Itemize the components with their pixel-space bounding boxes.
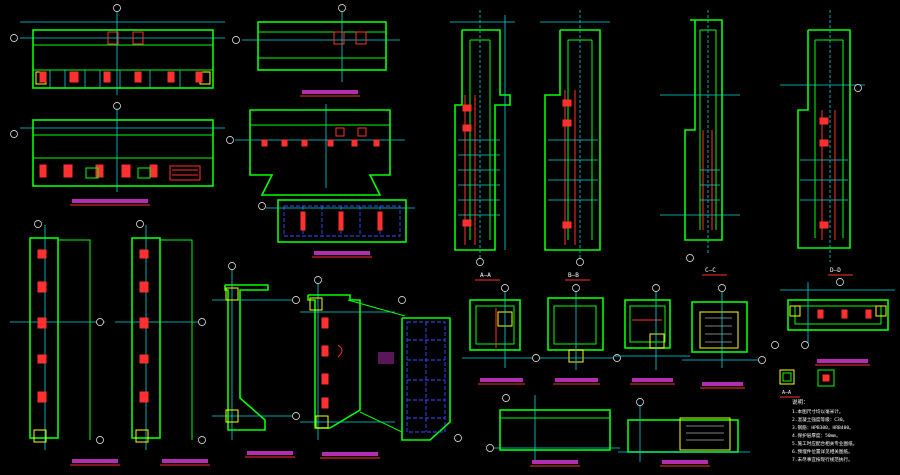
section-dd-label: D—D [830, 267, 841, 274]
column-elevation-left-2 [115, 220, 210, 466]
detail-small-pads: A—A [779, 369, 835, 398]
general-notes: 说明： 1.本图尺寸均以毫米计。 2.混凝土强度等级：C30。 3.钢筋：HPB… [792, 398, 857, 463]
section-aa-label: A—A [480, 272, 491, 279]
section-view-top-middle [232, 4, 400, 97]
small-section-label: A—A [782, 390, 791, 396]
column-elevation-left-1 [10, 220, 120, 466]
notes-line-7: 7.未尽事宜按现行规范执行。 [792, 456, 853, 463]
notes-heading: 说明： [792, 398, 809, 406]
rebar-plan-view [258, 199, 415, 258]
section-aa: A—A [450, 10, 515, 281]
detail-block-5 [771, 278, 895, 366]
tapered-column-elevation [300, 276, 395, 459]
rebar-cage-tapered [347, 296, 462, 442]
notes-line-5: 5.施工时应配合相关专业图纸。 [792, 440, 857, 447]
column-elevation-middle [212, 262, 300, 458]
notes-line-3: 3.钢筋：HPB300，HRB400。 [792, 424, 854, 431]
notes-line-1: 1.本图尺寸均以毫米计。 [792, 408, 843, 415]
notes-line-6: 6.预埋件位置详见相关图纸。 [792, 448, 853, 455]
detail-block-4 [682, 284, 766, 389]
section-bb-label: B—B [568, 272, 579, 279]
plan-view-middle [226, 104, 405, 196]
detail-block-2 [540, 284, 621, 385]
slab-detail-1 [486, 394, 620, 467]
elevation-view-2 [10, 108, 225, 206]
notes-line-2: 2.混凝土强度等级：C30。 [792, 416, 847, 423]
elevation-view-1 [10, 4, 225, 110]
detail-block-1 [462, 284, 540, 385]
section-cc: C—C [660, 10, 740, 276]
section-cc-label: C—C [705, 267, 716, 274]
section-bb: B—B [540, 10, 610, 281]
slab-detail-2 [618, 398, 750, 467]
detail-block-3 [615, 284, 690, 385]
notes-line-4: 4.保护层厚度：50mm。 [792, 432, 841, 439]
section-dd: D—D [780, 10, 865, 276]
